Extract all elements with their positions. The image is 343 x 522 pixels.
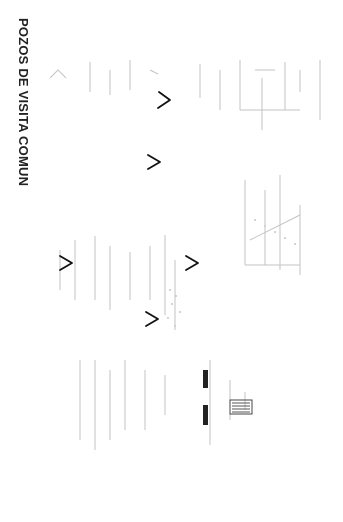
arrow-markers xyxy=(59,91,199,327)
block-hatch xyxy=(232,402,250,413)
arrow-3 xyxy=(59,255,73,271)
block-1 xyxy=(203,370,208,388)
arrow-5 xyxy=(145,311,159,327)
dot-textures xyxy=(167,219,296,327)
sketch-lines xyxy=(49,60,321,450)
arrow-1 xyxy=(157,91,171,109)
arrow-4 xyxy=(185,255,199,271)
block-2 xyxy=(203,405,208,425)
arrow-2 xyxy=(147,154,161,170)
block-frame xyxy=(229,399,253,415)
detail-blocks xyxy=(203,370,253,425)
